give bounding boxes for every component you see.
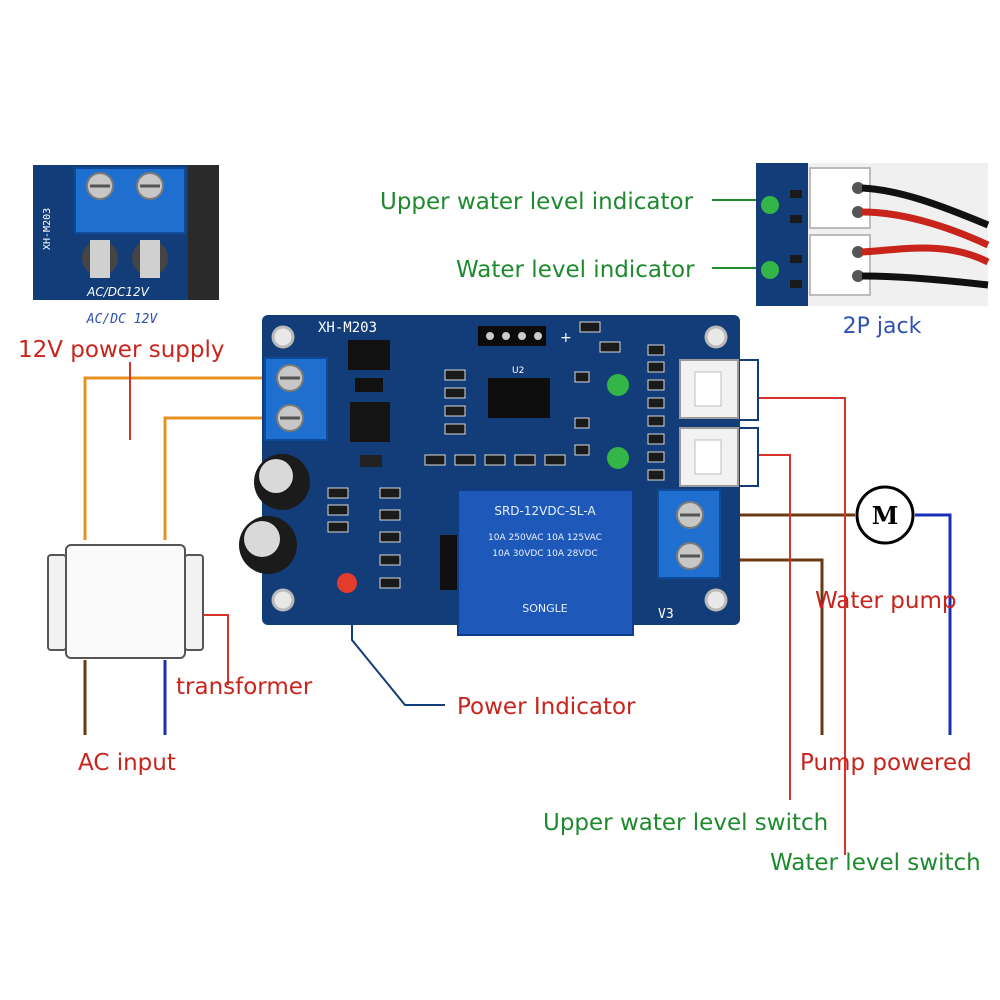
green-led-upper — [607, 374, 629, 396]
transformer — [47, 544, 204, 659]
inset-2p-jack — [756, 163, 990, 306]
relay-rating-2: 10A 30VDC 10A 28VDC — [492, 549, 597, 559]
u2-chip — [488, 378, 550, 418]
level-indicator-label: Water level indicator — [456, 257, 695, 283]
relay-brand: SONGLE — [522, 602, 568, 615]
pump-terminal — [657, 489, 721, 579]
board-jacks — [679, 359, 739, 487]
jack-bracket-top — [740, 359, 759, 421]
inset-power-caption: AC/DC 12V — [86, 312, 159, 327]
v3-silkscreen: V3 — [658, 607, 674, 622]
supply-wire-top — [83, 376, 270, 540]
main-pcb: XH-M203 V3 + — [239, 315, 740, 636]
power-led — [337, 573, 357, 593]
power-supply-label: 12V power supply — [18, 337, 224, 363]
jack-bracket-bottom — [740, 427, 759, 487]
inset-silk-text: AC/DC12V — [86, 285, 150, 299]
inset-model-silk: XH-M203 — [42, 208, 53, 250]
mounting-holes — [271, 325, 728, 612]
power-terminal — [264, 357, 328, 441]
relay: SRD-12VDC-SL-A 10A 250VAC 10A 125VAC 10A… — [457, 489, 634, 636]
pump-powered-label: Pump powered — [800, 750, 972, 776]
upper-switch-label: Upper water level switch — [543, 810, 828, 836]
smd-components — [327, 321, 665, 589]
power-indicator-label: Power Indicator — [457, 694, 636, 720]
supply-wire-bottom — [163, 416, 270, 540]
relay-model-text: SRD-12VDC-SL-A — [494, 504, 596, 518]
water-pump-motor: M — [855, 485, 915, 545]
upper-indicator-label: Upper water level indicator — [380, 189, 694, 215]
transformer-label: transformer — [176, 674, 313, 700]
inset-jack-caption: 2P jack — [843, 314, 922, 339]
level-switch-wire — [758, 454, 791, 800]
relay-rating-1: 10A 250VAC 10A 125VAC — [488, 533, 602, 543]
pump-wire-bottom — [718, 558, 824, 735]
motor-wire-blue — [915, 513, 952, 735]
green-led-lower — [607, 447, 629, 469]
level-switch-label: Water level switch — [770, 850, 981, 876]
u2-label: U2 — [512, 366, 524, 376]
motor-label: M — [872, 501, 899, 530]
labels: 12V power supply transformer AC input Po… — [18, 189, 981, 876]
board-model-label: XH-M203 — [318, 320, 377, 336]
ac-input-label: AC input — [78, 750, 176, 776]
water-pump-label: Water pump — [815, 588, 956, 614]
upper-switch-wire — [758, 397, 846, 855]
plus-silkscreen: + — [560, 330, 572, 346]
capacitors — [239, 454, 310, 574]
inset-power-terminal: AC/DC12V XH-M203 — [33, 165, 219, 300]
